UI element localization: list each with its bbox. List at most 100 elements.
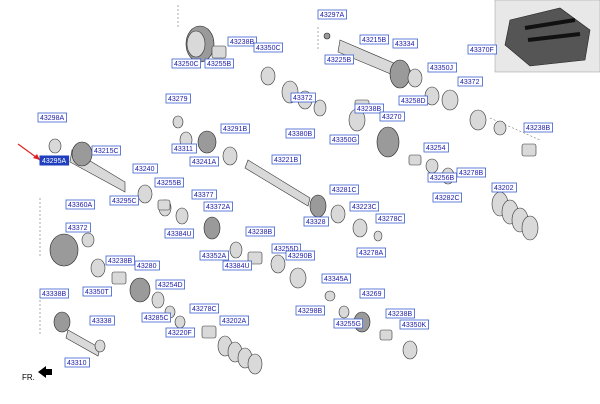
- part-label-43282c[interactable]: 43282C: [432, 192, 463, 203]
- part-label-43250c[interactable]: 43250C: [171, 58, 202, 69]
- part-label-box: [329, 134, 360, 145]
- part-label-43311[interactable]: 43311: [171, 143, 197, 154]
- part-label-box: [285, 128, 316, 139]
- part-label-43298b[interactable]: 43298B: [295, 305, 326, 316]
- part-label-box: [39, 288, 70, 299]
- part-label-text: 43338B: [42, 291, 66, 298]
- part-label-43215b[interactable]: 43215B: [359, 34, 390, 45]
- part-label-box: [171, 143, 197, 154]
- part-label-43338[interactable]: 43338: [89, 315, 115, 326]
- part-label-box: [491, 182, 517, 193]
- part-label-43238b[interactable]: 43238B: [105, 255, 136, 266]
- part-label-43334[interactable]: 43334: [392, 38, 418, 49]
- part-label-text: 43250C: [174, 61, 199, 68]
- part-label-box: [321, 273, 352, 284]
- part-label-43254[interactable]: 43254: [423, 142, 449, 153]
- part-label-43350c[interactable]: 43350C: [253, 42, 284, 53]
- part-label-43291b[interactable]: 43291B: [220, 123, 251, 134]
- part-label-43310[interactable]: 43310: [64, 357, 90, 368]
- part-label-box: [220, 123, 251, 134]
- part-label-text: 43377: [194, 192, 214, 199]
- part-label-43350g[interactable]: 43350G: [329, 134, 360, 145]
- part-label-43256b[interactable]: 43256B: [427, 172, 458, 183]
- part-label-box: [39, 155, 70, 166]
- part-label-box: [333, 318, 364, 329]
- part-label-43345a[interactable]: 43345A: [321, 273, 352, 284]
- part-label-text: 43238B: [526, 125, 550, 132]
- part-label-box: [295, 305, 326, 316]
- part-label-43328[interactable]: 43328: [303, 216, 329, 227]
- part-label-43377[interactable]: 43377: [191, 189, 217, 200]
- part-label-box: [392, 38, 418, 49]
- part-drawings: [17, 0, 600, 378]
- part-label-43221b[interactable]: 43221B: [271, 154, 302, 165]
- transmission-thumbnail: [494, 0, 600, 73]
- part-label-43281c[interactable]: 43281C: [329, 184, 360, 195]
- part-label-43278c[interactable]: 43278C: [375, 213, 406, 224]
- part-label-box: [132, 163, 158, 174]
- part-label-43352a[interactable]: 43352A: [199, 250, 230, 261]
- part-label-43238b[interactable]: 43238B: [523, 122, 554, 133]
- front-direction-arrow-icon: [38, 366, 52, 378]
- part-label-43269[interactable]: 43269: [359, 288, 385, 299]
- part-label-43295c[interactable]: 43295C: [109, 195, 140, 206]
- part-label-text: 43350J: [430, 65, 453, 72]
- part-label-box: [271, 154, 302, 165]
- part-label-text: 43202: [494, 185, 514, 192]
- part-label-43372a[interactable]: 43372A: [203, 201, 234, 212]
- part-label-43238b[interactable]: 43238B: [354, 103, 385, 114]
- part-label-43298a[interactable]: 43298A: [37, 112, 68, 123]
- part-label-box: [222, 260, 253, 271]
- part-label-text: 43241A: [192, 159, 216, 166]
- part-label-43280[interactable]: 43280: [134, 260, 160, 271]
- part-label-43255b[interactable]: 43255B: [154, 177, 185, 188]
- part-label-43372[interactable]: 43372: [457, 76, 483, 87]
- part-label-43338b[interactable]: 43338B: [39, 288, 70, 299]
- part-label-43215c[interactable]: 43215C: [91, 145, 122, 156]
- part-label-43202a[interactable]: 43202A: [219, 315, 250, 326]
- part-label-43370f[interactable]: 43370F: [467, 44, 498, 55]
- part-label-43238b[interactable]: 43238B: [227, 36, 258, 47]
- shaft-43221B: [244, 159, 311, 207]
- part-label-43202[interactable]: 43202: [491, 182, 517, 193]
- part-label-43255b[interactable]: 43255B: [204, 58, 235, 69]
- part-label-43384u[interactable]: 43384U: [222, 260, 253, 271]
- part-label-43372[interactable]: 43372: [65, 222, 91, 233]
- part-label-43220f[interactable]: 43220F: [165, 327, 196, 338]
- part-label-text: 43360A: [68, 202, 92, 209]
- part-labels: 43297A 43215B 43250C 43238B 43255B 43350C 4322…: [37, 9, 554, 368]
- part-label-43254d[interactable]: 43254D: [155, 279, 186, 290]
- red-arrow-icon: [17, 143, 41, 161]
- part-label-box: [204, 58, 235, 69]
- part-label-43350t[interactable]: 43350T: [82, 286, 113, 297]
- part-label-box: [324, 54, 355, 65]
- part-label-43240[interactable]: 43240: [132, 163, 158, 174]
- part-label-box: [356, 247, 387, 258]
- part-label-box: [189, 156, 220, 167]
- part-label-43297a[interactable]: 43297A: [317, 9, 348, 20]
- part-label-43290b[interactable]: 43290B: [285, 250, 316, 261]
- part-label-text: 43258D: [401, 98, 426, 105]
- part-label-43255g[interactable]: 43255G: [333, 318, 364, 329]
- part-label-43258d[interactable]: 43258D: [398, 95, 429, 106]
- part-label-box: [171, 58, 202, 69]
- part-label-43278a[interactable]: 43278A: [356, 247, 387, 258]
- part-label-43238b[interactable]: 43238B: [245, 226, 276, 237]
- part-label-43278c[interactable]: 43278C: [189, 303, 220, 314]
- part-label-43238b[interactable]: 43238B: [385, 308, 416, 319]
- part-label-43360a[interactable]: 43360A: [65, 199, 96, 210]
- part-label-43285c[interactable]: 43285C: [141, 312, 172, 323]
- part-label-43350k[interactable]: 43350K: [399, 319, 430, 330]
- part-label-43241a[interactable]: 43241A: [189, 156, 220, 167]
- part-label-43279[interactable]: 43279: [165, 93, 191, 104]
- part-label-43350j[interactable]: 43350J: [427, 62, 458, 73]
- part-label-43384u[interactable]: 43384U: [164, 228, 195, 239]
- part-label-text: 43372: [460, 79, 480, 86]
- part-label-43278b[interactable]: 43278B: [456, 167, 487, 178]
- part-label-43270[interactable]: 43270: [379, 111, 405, 122]
- part-label-43223c[interactable]: 43223C: [349, 201, 380, 212]
- part-label-43372[interactable]: 43372: [290, 92, 316, 103]
- part-label-43225b[interactable]: 43225B: [324, 54, 355, 65]
- part-label-43295a[interactable]: 43295A: [39, 155, 70, 166]
- part-label-43380b[interactable]: 43380B: [285, 128, 316, 139]
